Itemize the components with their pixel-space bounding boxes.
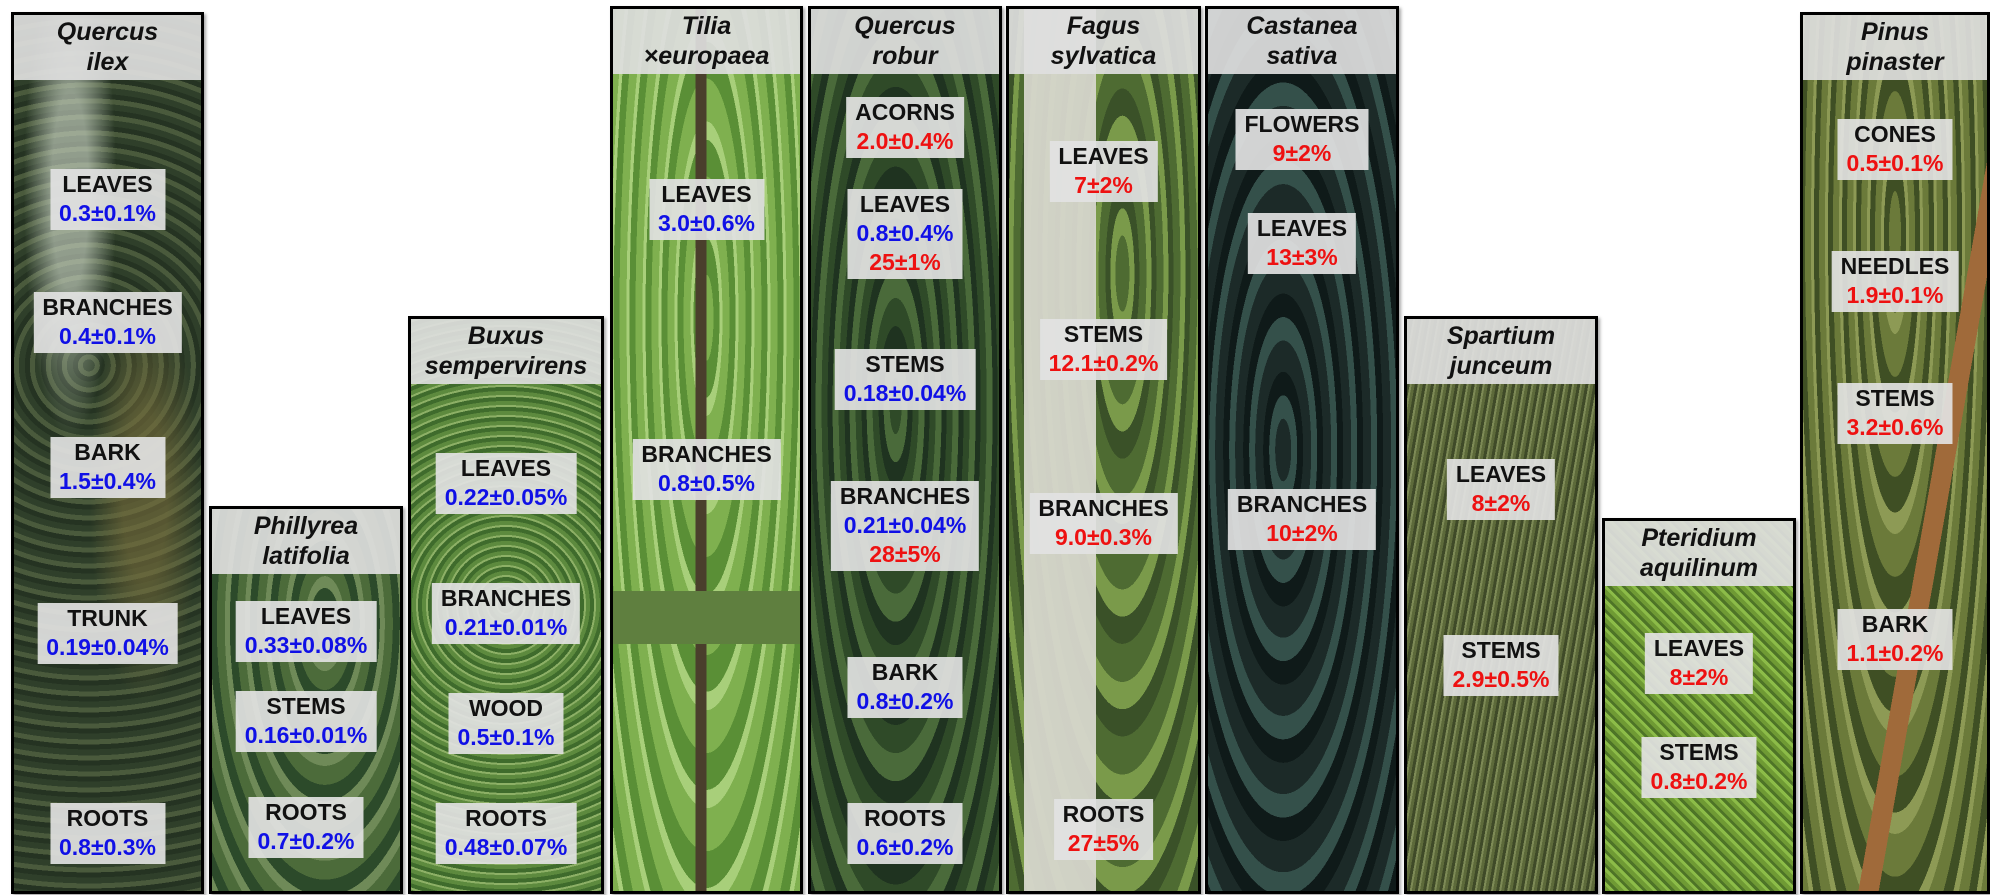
species-name: Tilia×europaea: [613, 9, 800, 74]
spartium-junceum-photo: [1407, 319, 1595, 891]
